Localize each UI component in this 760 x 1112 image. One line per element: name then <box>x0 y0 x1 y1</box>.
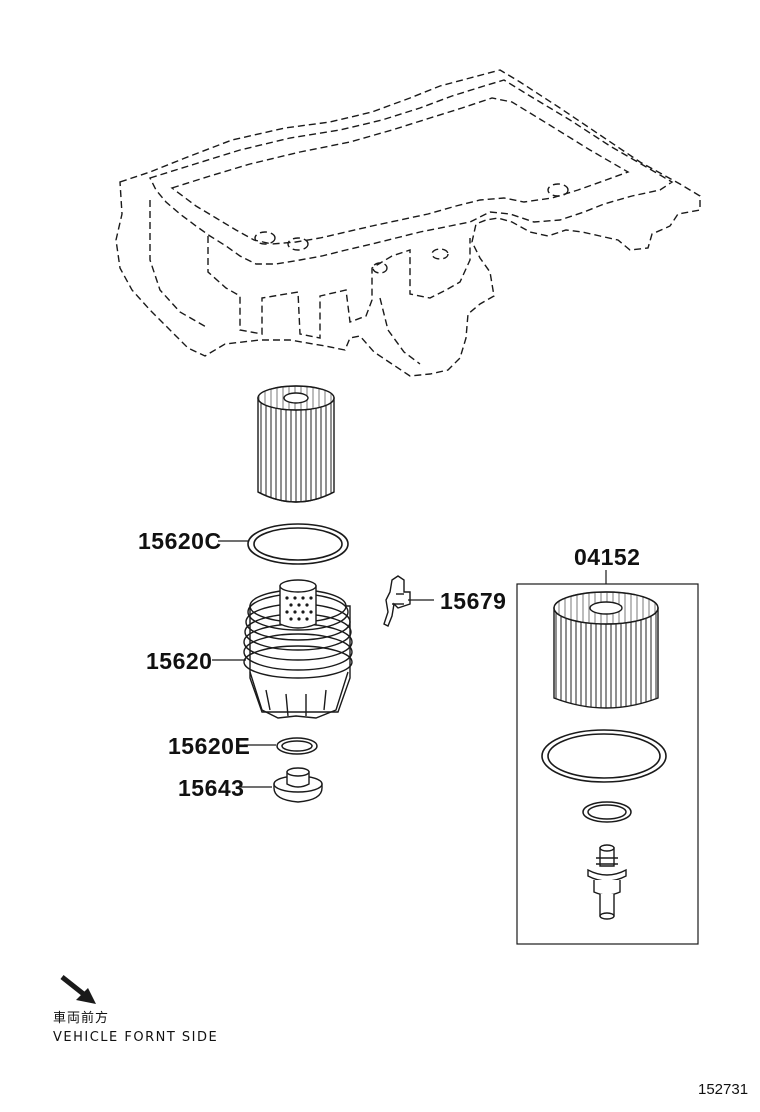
clip-15679 <box>383 575 411 627</box>
kit-box-04152 <box>516 583 699 945</box>
part-label-15620e: 15620E <box>168 733 251 759</box>
kit-drain-valve <box>587 844 627 920</box>
part-label-15679: 15679 <box>440 588 507 614</box>
part-label-15643: 15643 <box>178 775 245 801</box>
o-ring-15620c <box>247 523 349 565</box>
drain-plug-15643 <box>273 767 323 803</box>
direction-arrow-icon <box>60 975 96 1004</box>
oil-pan <box>115 69 701 377</box>
o-ring-15620e <box>276 737 318 755</box>
filter-element-15620 <box>257 385 335 503</box>
direction-label-en: VEHICLE FORNT SIDE <box>53 1030 219 1045</box>
part-label-04152: 04152 <box>574 544 641 570</box>
part-label-15620c: 15620C <box>138 528 222 554</box>
figure-code: 152731 <box>698 1081 749 1098</box>
part-label-15620: 15620 <box>146 648 213 674</box>
kit-o-ring-large <box>541 729 667 783</box>
filter-cap-15620 <box>243 579 353 719</box>
kit-o-ring-small <box>582 801 632 823</box>
kit-filter-element <box>553 591 659 709</box>
direction-label-jp: 車両前方 <box>53 1011 110 1026</box>
